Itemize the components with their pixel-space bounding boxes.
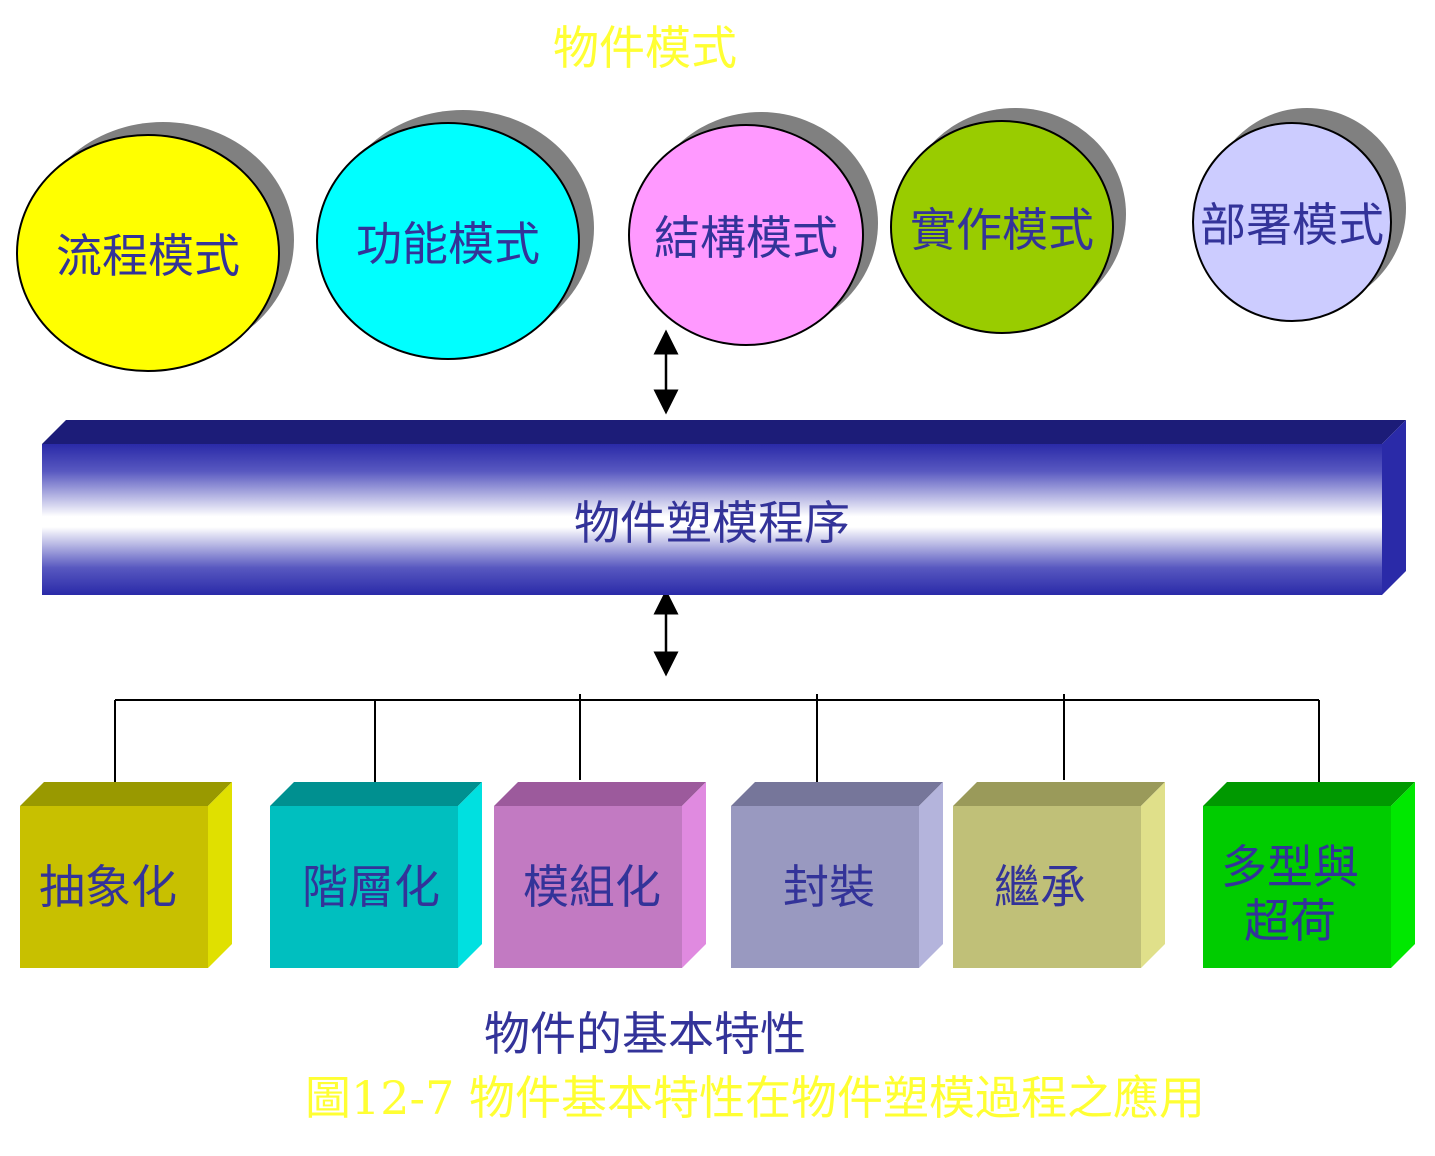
model-label: 實作模式 bbox=[910, 203, 1094, 257]
property-box-encapsulation bbox=[731, 782, 943, 968]
object-modeling-process-bar: 物件塑模程序 bbox=[42, 444, 1382, 595]
process-bar-side-face bbox=[1382, 420, 1406, 595]
property-label-modularity: 模組化 bbox=[523, 860, 661, 914]
property-label-encapsulation: 封裝 bbox=[783, 860, 875, 914]
process-bar-label: 物件塑模程序 bbox=[574, 495, 850, 550]
property-label-polymorphism: 多型與超荷 bbox=[1221, 840, 1359, 948]
process-bar-top-face bbox=[42, 420, 1406, 444]
property-box-inheritance bbox=[953, 782, 1165, 968]
model-label: 流程模式 bbox=[56, 229, 240, 283]
figure-caption: 圖12-7 物件基本特性在物件塑模過程之應用 bbox=[305, 1071, 1205, 1125]
model-label: 功能模式 bbox=[356, 217, 540, 271]
property-box-modularity bbox=[494, 782, 706, 968]
model-label: 部署模式 bbox=[1200, 198, 1384, 252]
property-box-hierarchy bbox=[270, 782, 482, 968]
property-box-abstraction bbox=[20, 782, 232, 968]
property-label-abstraction: 抽象化 bbox=[39, 860, 177, 914]
object-models-label: 物件模式 bbox=[553, 21, 737, 75]
property-box-polymorphism bbox=[1203, 782, 1415, 968]
property-label-hierarchy: 階層化 bbox=[302, 860, 440, 914]
model-label: 結構模式 bbox=[654, 211, 838, 265]
property-label-inheritance: 繼承 bbox=[994, 860, 1086, 914]
basic-properties-label: 物件的基本特性 bbox=[484, 1007, 806, 1061]
